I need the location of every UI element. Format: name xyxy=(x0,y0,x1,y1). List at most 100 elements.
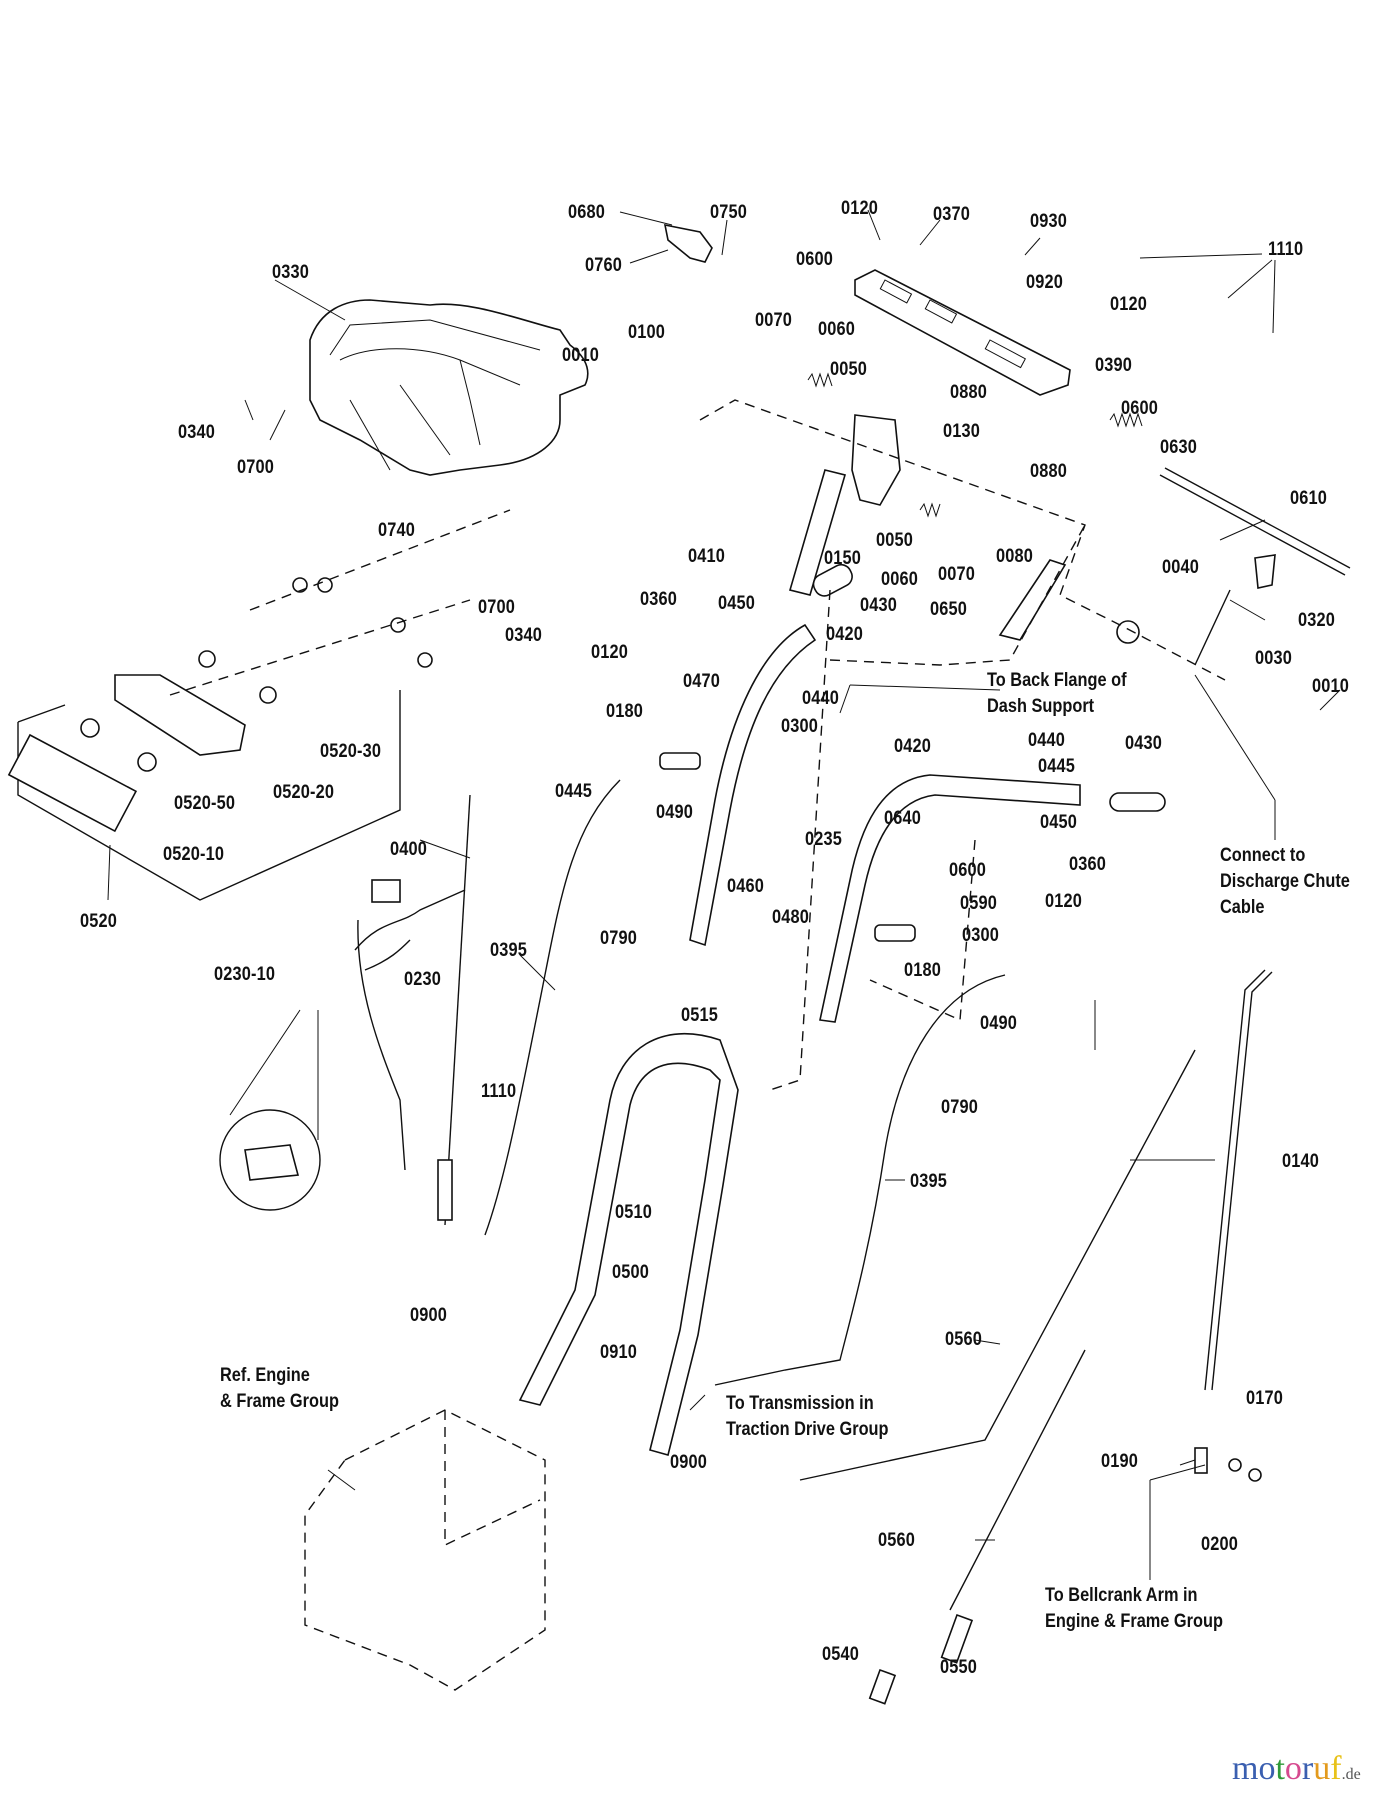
part-label-0080[interactable]: 0080 xyxy=(996,546,1034,567)
part-label-0330[interactable]: 0330 xyxy=(272,262,310,283)
part-label-0120c[interactable]: 0120 xyxy=(591,642,629,663)
part-label-0130[interactable]: 0130 xyxy=(943,421,981,442)
part-label-0550[interactable]: 0550 xyxy=(940,1657,978,1678)
part-label-0700b[interactable]: 0700 xyxy=(478,597,516,618)
part-label-0680[interactable]: 0680 xyxy=(568,202,606,223)
part-label-0910[interactable]: 0910 xyxy=(600,1342,638,1363)
part-label-0880[interactable]: 0880 xyxy=(950,382,988,403)
part-label-0650[interactable]: 0650 xyxy=(930,599,968,620)
part-label-0360b[interactable]: 0360 xyxy=(1069,854,1107,875)
part-label-0600b[interactable]: 0600 xyxy=(1121,398,1159,419)
part-label-0540[interactable]: 0540 xyxy=(822,1644,860,1665)
part-label-0750[interactable]: 0750 xyxy=(710,202,748,223)
part-label-0600[interactable]: 0600 xyxy=(796,249,834,270)
part-label-0120d[interactable]: 0120 xyxy=(1045,891,1083,912)
part-label-0150[interactable]: 0150 xyxy=(824,548,862,569)
part-label-0630[interactable]: 0630 xyxy=(1160,437,1198,458)
part-label-0010b[interactable]: 0010 xyxy=(1312,676,1350,697)
part-label-0450[interactable]: 0450 xyxy=(718,593,756,614)
part-label-0930[interactable]: 0930 xyxy=(1030,211,1068,232)
part-label-0120[interactable]: 0120 xyxy=(841,198,879,219)
part-label-0100[interactable]: 0100 xyxy=(628,322,666,343)
part-label-0320[interactable]: 0320 xyxy=(1298,610,1336,631)
part-label-0235[interactable]: 0235 xyxy=(805,829,843,850)
part-label-0520-30[interactable]: 0520-30 xyxy=(320,741,382,762)
part-label-0060b[interactable]: 0060 xyxy=(881,569,919,590)
watermark-letter: m xyxy=(1232,1750,1259,1787)
part-label-0500[interactable]: 0500 xyxy=(612,1262,650,1283)
part-label-0360[interactable]: 0360 xyxy=(640,589,678,610)
part-label-0480[interactable]: 0480 xyxy=(772,907,810,928)
upper-handle-left xyxy=(689,623,817,947)
part-label-0050[interactable]: 0050 xyxy=(830,359,868,380)
washer-0200 xyxy=(1228,1458,1242,1472)
part-label-0300[interactable]: 0300 xyxy=(781,716,819,737)
part-label-0560[interactable]: 0560 xyxy=(945,1329,983,1350)
part-label-0590[interactable]: 0590 xyxy=(960,893,998,914)
part-label-0170[interactable]: 0170 xyxy=(1246,1388,1284,1409)
part-label-0420b[interactable]: 0420 xyxy=(894,736,932,757)
part-label-0230-10[interactable]: 0230-10 xyxy=(214,964,276,985)
part-label-0490[interactable]: 0490 xyxy=(656,802,694,823)
part-label-0120b[interactable]: 0120 xyxy=(1110,294,1148,315)
part-label-0340[interactable]: 0340 xyxy=(178,422,216,443)
cable-0395-right xyxy=(714,974,1006,1386)
part-label-0180b[interactable]: 0180 xyxy=(904,960,942,981)
part-label-0300b[interactable]: 0300 xyxy=(962,925,1000,946)
part-label-0200[interactable]: 0200 xyxy=(1201,1534,1239,1555)
part-label-0230[interactable]: 0230 xyxy=(404,969,442,990)
part-label-0400[interactable]: 0400 xyxy=(390,839,428,860)
part-label-0600c[interactable]: 0600 xyxy=(949,860,987,881)
dash-bracket xyxy=(851,414,901,506)
part-label-1110b[interactable]: 1110 xyxy=(481,1081,517,1102)
part-label-0395b[interactable]: 0395 xyxy=(910,1171,948,1192)
part-label-0140[interactable]: 0140 xyxy=(1282,1151,1320,1172)
part-label-0610[interactable]: 0610 xyxy=(1290,488,1328,509)
part-label-0370[interactable]: 0370 xyxy=(933,204,971,225)
part-label-0450b[interactable]: 0450 xyxy=(1040,812,1078,833)
part-label-0520[interactable]: 0520 xyxy=(80,911,118,932)
part-label-0520-50[interactable]: 0520-50 xyxy=(174,793,236,814)
watermark-letter: o xyxy=(1258,1750,1276,1787)
part-label-0790[interactable]: 0790 xyxy=(600,928,638,949)
part-label-0920[interactable]: 0920 xyxy=(1026,272,1064,293)
part-label-0190[interactable]: 0190 xyxy=(1101,1451,1139,1472)
part-label-0050b[interactable]: 0050 xyxy=(876,530,914,551)
part-label-0700[interactable]: 0700 xyxy=(237,457,275,478)
part-label-0490b[interactable]: 0490 xyxy=(980,1013,1018,1034)
part-label-0340b[interactable]: 0340 xyxy=(505,625,543,646)
part-label-0420[interactable]: 0420 xyxy=(826,624,864,645)
part-label-0760[interactable]: 0760 xyxy=(585,255,623,276)
part-label-0030[interactable]: 0030 xyxy=(1255,648,1293,669)
part-label-0040[interactable]: 0040 xyxy=(1162,557,1200,578)
callout-engine-frame: Ref. Engine & Frame Group xyxy=(220,1365,339,1412)
part-label-0395[interactable]: 0395 xyxy=(490,940,528,961)
part-label-0900b[interactable]: 0900 xyxy=(670,1452,708,1473)
part-label-0880b[interactable]: 0880 xyxy=(1030,461,1068,482)
part-label-0390[interactable]: 0390 xyxy=(1095,355,1133,376)
part-label-0410[interactable]: 0410 xyxy=(688,546,726,567)
part-label-1110[interactable]: 1110 xyxy=(1268,239,1304,260)
part-label-0740[interactable]: 0740 xyxy=(378,520,416,541)
part-label-0445[interactable]: 0445 xyxy=(1038,756,1076,777)
part-label-0515[interactable]: 0515 xyxy=(681,1005,719,1026)
part-label-0445b[interactable]: 0445 xyxy=(555,781,593,802)
part-label-0010[interactable]: 0010 xyxy=(562,345,600,366)
part-label-0440[interactable]: 0440 xyxy=(802,688,840,709)
part-label-0070b[interactable]: 0070 xyxy=(938,564,976,585)
part-label-0510[interactable]: 0510 xyxy=(615,1202,653,1223)
part-label-0640[interactable]: 0640 xyxy=(884,808,922,829)
part-label-0430[interactable]: 0430 xyxy=(860,595,898,616)
part-label-0440b[interactable]: 0440 xyxy=(1028,730,1066,751)
part-label-0560b[interactable]: 0560 xyxy=(878,1530,916,1551)
part-label-0070[interactable]: 0070 xyxy=(755,310,793,331)
part-label-0520-20[interactable]: 0520-20 xyxy=(273,782,335,803)
part-label-0180[interactable]: 0180 xyxy=(606,701,644,722)
part-label-0470[interactable]: 0470 xyxy=(683,671,721,692)
part-label-0430b[interactable]: 0430 xyxy=(1125,733,1163,754)
part-label-0520-10[interactable]: 0520-10 xyxy=(163,844,225,865)
part-label-0790b[interactable]: 0790 xyxy=(941,1097,979,1118)
part-label-0460[interactable]: 0460 xyxy=(727,876,765,897)
part-label-0060[interactable]: 0060 xyxy=(818,319,856,340)
part-label-0900[interactable]: 0900 xyxy=(410,1305,448,1326)
